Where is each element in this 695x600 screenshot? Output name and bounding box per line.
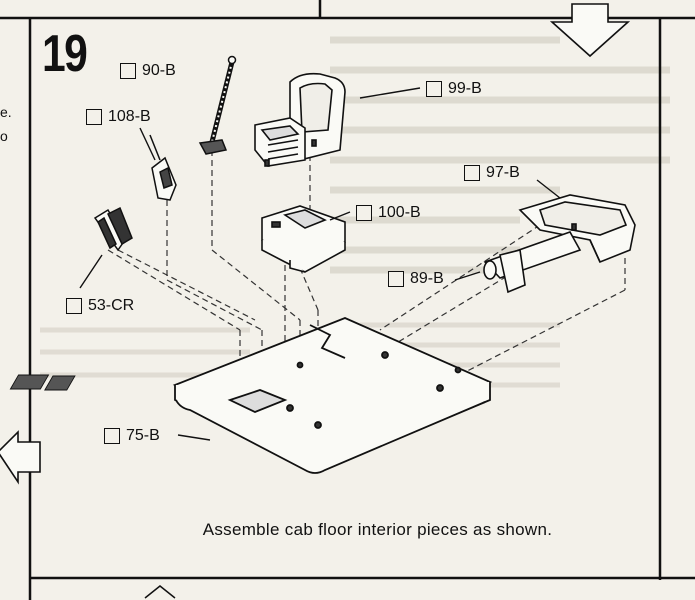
part-label-108b: 108-B — [86, 108, 151, 126]
margin-text-line1: e. — [0, 104, 12, 120]
part-number: 53-CR — [88, 297, 135, 314]
part-number: 99-B — [448, 80, 482, 97]
part-number: 89-B — [410, 270, 444, 287]
checkbox-icon[interactable] — [120, 63, 136, 79]
part-label-53cr: 53-CR — [66, 297, 134, 315]
margin-text-line2: o — [0, 128, 8, 144]
checkbox-icon[interactable] — [86, 109, 102, 125]
part-number: 97-B — [486, 164, 520, 181]
part-label-89b: 89-B — [388, 270, 444, 288]
part-number: 90-B — [142, 62, 176, 79]
checkbox-icon[interactable] — [388, 271, 404, 287]
seat-part-99b — [254, 72, 346, 167]
faded-background-text — [330, 36, 670, 274]
part-number: 100-B — [378, 204, 421, 221]
checkbox-icon[interactable] — [356, 205, 372, 221]
part-label-97b: 97-B — [464, 164, 520, 182]
checkbox-icon[interactable] — [426, 81, 442, 97]
label-leader-lines — [79, 87, 561, 441]
down-arrow-icon — [549, 3, 631, 58]
gear-shift-part-90b — [198, 55, 237, 155]
shaft-part-89b — [483, 231, 582, 294]
part-label-100b: 100-B — [356, 204, 421, 222]
left-arrow-icon — [0, 430, 41, 485]
part-label-99b: 99-B — [426, 80, 482, 98]
checkbox-icon[interactable] — [104, 428, 120, 444]
checkbox-icon[interactable] — [464, 165, 480, 181]
bottom-arrow-fragment — [144, 585, 176, 599]
floor-part-75b — [9, 317, 493, 474]
checkbox-icon[interactable] — [66, 298, 82, 314]
console-part-100b — [261, 205, 346, 273]
part-label-90b: 90-B — [120, 62, 176, 80]
pedal-part-108b — [149, 134, 177, 201]
instruction-caption: Assemble cab floor interior pieces as sh… — [202, 520, 553, 539]
part-number: 75-B — [126, 427, 160, 444]
part-label-75b: 75-B — [104, 427, 160, 445]
pedals-part-53cr — [93, 206, 133, 252]
part-number: 108-B — [108, 108, 151, 125]
engine-cover-part-97b — [518, 194, 636, 264]
step-number: 19 — [42, 25, 88, 83]
